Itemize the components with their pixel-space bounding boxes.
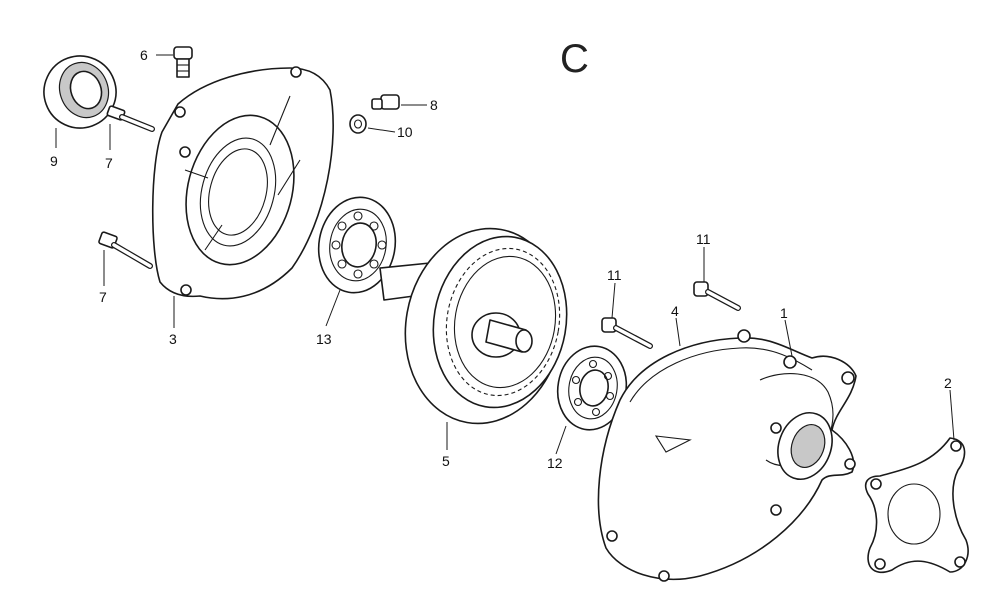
callout-4: 4 — [671, 303, 679, 319]
section-letter: C — [560, 37, 589, 81]
callout-5: 5 — [442, 453, 450, 469]
callout-7-upper: 7 — [105, 155, 113, 171]
part-6-bolt — [173, 46, 193, 78]
part-11-bolt-right — [693, 281, 741, 311]
part-9-oil-seal — [43, 55, 117, 129]
part-5-internal-gear — [379, 227, 568, 425]
part-13-bearing — [317, 196, 397, 294]
part-11-bolt-left — [601, 317, 653, 349]
callout-1: 1 — [780, 305, 788, 321]
callout-13: 13 — [316, 331, 332, 347]
part-3-gear-case-cover — [151, 66, 334, 300]
callout-10: 10 — [397, 124, 413, 140]
leader-lines — [55, 54, 955, 455]
callout-2: 2 — [944, 375, 952, 391]
part-8-plug — [371, 94, 400, 110]
part-10-washer — [349, 114, 367, 134]
callout-9: 9 — [50, 153, 58, 169]
part-2-gasket — [864, 437, 969, 573]
part-1-gear-case — [597, 329, 857, 582]
callout-8: 8 — [430, 97, 438, 113]
part-7-bolt-upper — [106, 105, 155, 132]
part-12-bearing — [556, 345, 628, 431]
callout-6: 6 — [140, 47, 148, 63]
callout-11-left: 11 — [607, 267, 622, 283]
callout-labels: 6 9 7 7 3 8 10 13 5 12 11 11 4 1 2 — [50, 47, 952, 471]
callout-3: 3 — [169, 331, 177, 347]
callout-12: 12 — [547, 455, 563, 471]
callout-7-lower: 7 — [99, 289, 107, 305]
callout-11-right: 11 — [696, 231, 711, 247]
part-7-bolt-lower — [98, 231, 153, 269]
